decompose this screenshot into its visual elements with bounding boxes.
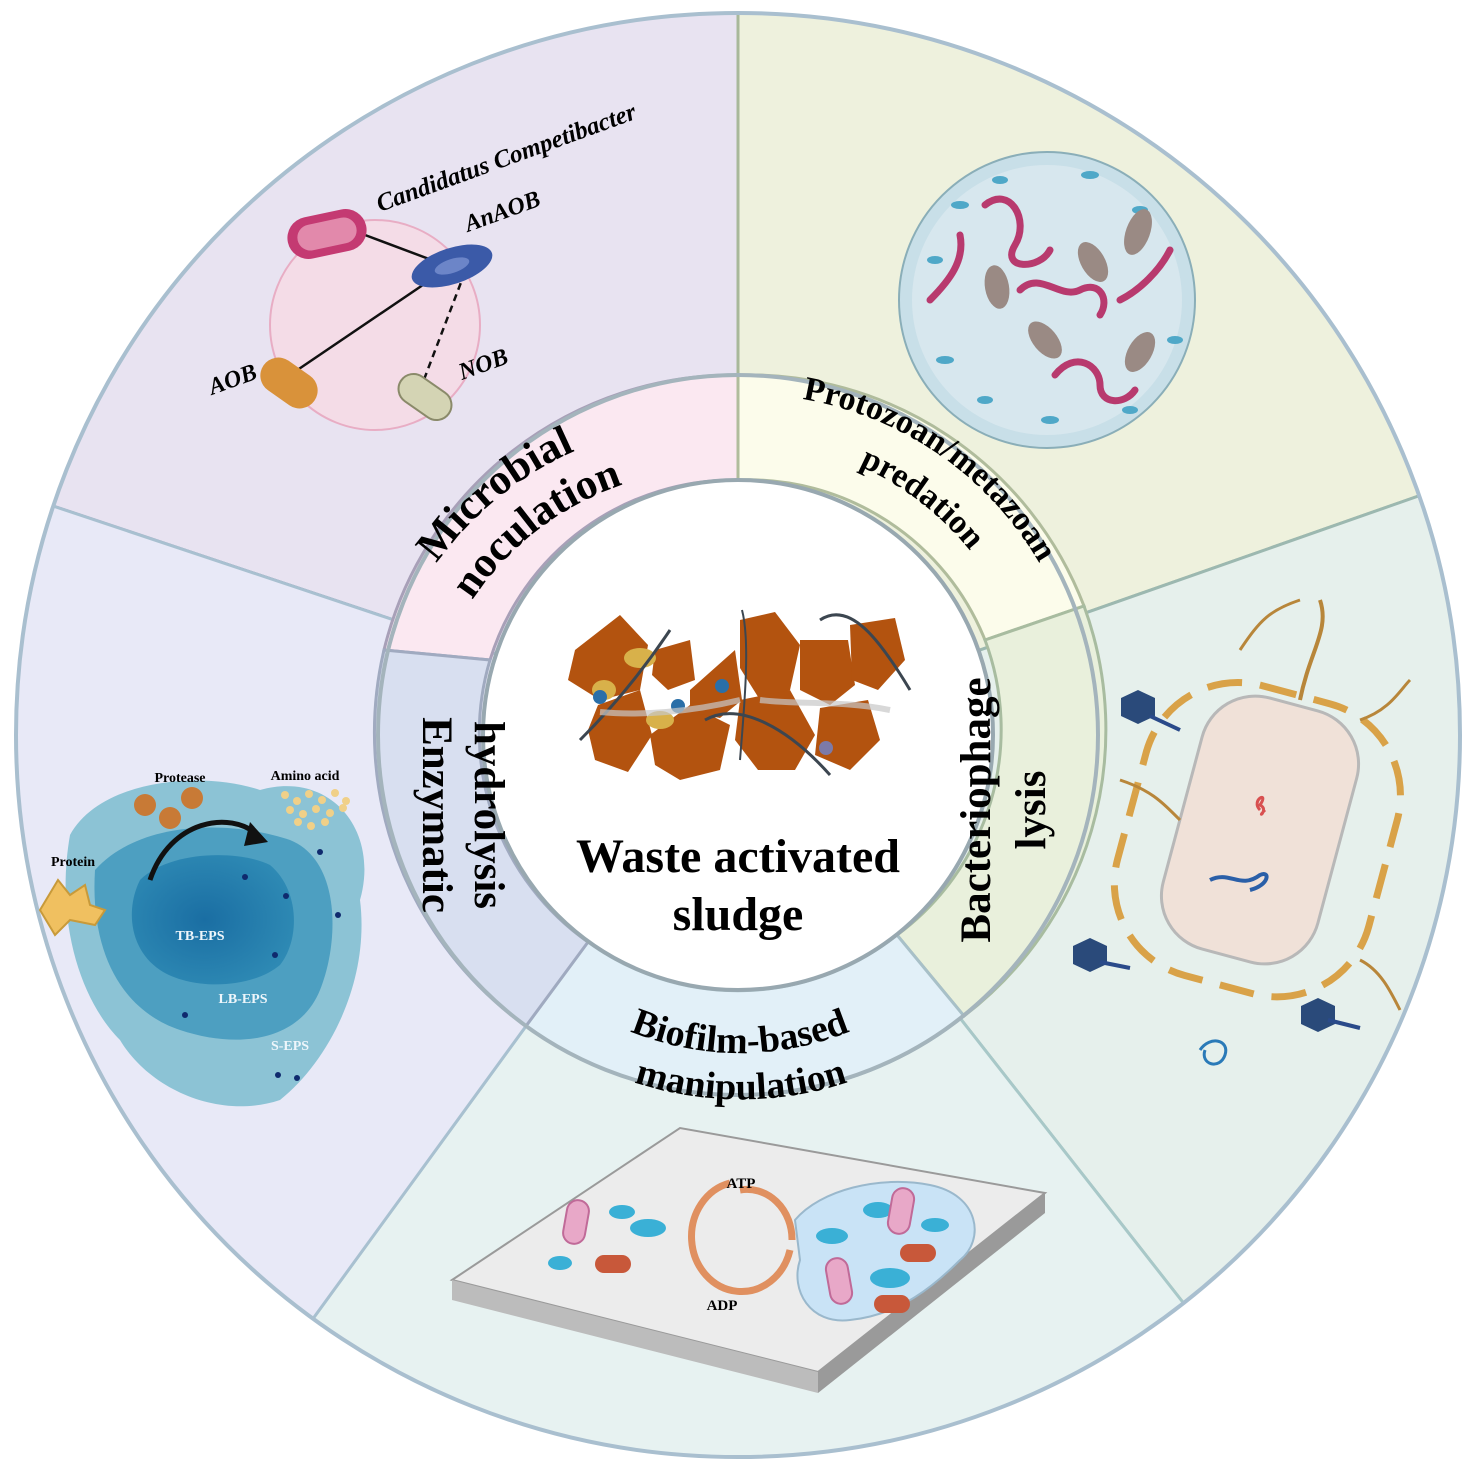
protease-icon [134, 787, 203, 829]
amino-acid-label: Amino acid [271, 769, 340, 784]
amino-acid-icon [281, 789, 350, 830]
adp-label: ADP [707, 1298, 738, 1314]
predation-microscope-illustration [898, 151, 1196, 449]
s-eps-label: S-EPS [271, 1039, 309, 1054]
sludge-floc-illustration [568, 609, 912, 780]
phage-virus-icon [1073, 690, 1361, 1032]
candidatus-bacterium-icon [287, 209, 367, 259]
aob-bacterium-icon [260, 357, 318, 409]
protein-label: Protein [51, 855, 95, 870]
anaob-bacterium-icon [411, 244, 493, 288]
label-phage-line1: Bacteriophage [953, 677, 1000, 942]
bacteriophage-illustration [1073, 598, 1412, 1066]
eps-hydrolysis-illustration: TB-EPS LB-EPS S-EPS Protein [38, 769, 365, 1107]
protein-icon [38, 878, 107, 937]
center-title-line1: Waste activated [576, 830, 900, 883]
nob-bacterium-icon [397, 372, 453, 422]
atp-label: ATP [727, 1176, 756, 1192]
tb-eps-label: TB-EPS [175, 929, 224, 944]
label-enzyme-line2: hydrolysis [465, 721, 512, 909]
label-enzyme-line1: Enzymatic [413, 717, 460, 913]
middle-ring [372, 373, 1108, 1097]
ring-predation-bg [736, 373, 1086, 642]
lb-eps-label: LB-EPS [218, 992, 267, 1007]
protease-label: Protease [154, 771, 205, 786]
center-title-line2: sludge [673, 888, 804, 941]
outer-circle-border [14, 11, 1462, 1459]
label-phage-line2: lysis [1008, 771, 1055, 850]
biofilm-plate-illustration: ATP ADP [449, 1126, 1048, 1393]
